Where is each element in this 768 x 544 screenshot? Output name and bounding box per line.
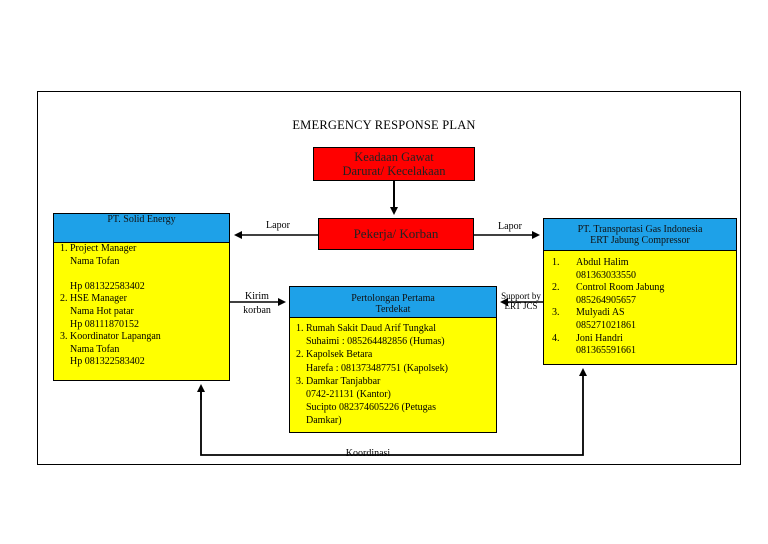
list-item: 1. Abdul Halim 081363033550 [552,257,732,282]
list-item: 1.Project Manager Nama Tofan Hp 08132258… [60,243,225,293]
first-aid-title-1: Pertolongan Pertama [351,293,435,304]
list-item-number: 1. [296,323,304,334]
list-item-number: 2. [552,282,560,294]
first-aid-list: 1.Rumah Sakit Daud Arif Tungkal Suhaimi … [296,322,492,428]
list-item-text: Rumah Sakit Daud Arif Tungkal Suhaimi : … [306,323,445,348]
list-item-text: Kapolsek Betara Harefa : 081373487751 (K… [306,349,448,374]
support-label-line-2: ERT JCS [504,301,538,311]
list-item: 3.Damkar Tanjabbar 0742-21131 (Kantor) S… [296,375,492,428]
list-item-text: Abdul Halim 081363033550 [576,257,636,281]
list-item-number: 1. [552,257,560,268]
koordinasi-label: Koordinasi [345,448,391,459]
list-item: 2.Kapolsek Betara Harefa : 081373487751 … [296,348,492,374]
emergency-box: Keadaan Gawat Darurat/ Kecelakaan [313,147,475,181]
list-item-text: Koordinator Lapangan Nama Tofan Hp 08132… [70,331,161,368]
list-item-number: 2. [296,349,304,361]
list-item: 3. Mulyadi AS 085271021861 [552,307,732,332]
emergency-line-1: Keadaan Gawat [354,150,434,164]
solid-energy-list: 1.Project Manager Nama Tofan Hp 08132258… [60,243,225,369]
first-aid-panel: 1.Rumah Sakit Daud Arif Tungkal Suhaimi … [289,317,497,433]
transport-list: 1. Abdul Halim 081363033550 2. Control Room… [552,257,732,358]
list-item-text: Joni Handri 081365591661 [576,332,636,357]
first-aid-header: Pertolongan Pertama Terdekat [289,286,497,317]
list-item: 4. Joni Handri 081365591661 [552,333,732,358]
worker-label: Pekerja/ Korban [353,226,439,241]
arrow-koordinasi-line [200,368,587,456]
transport-panel: 1. Abdul Halim 081363033550 2. Control Room… [543,250,737,365]
list-item-number: 3. [60,331,68,343]
list-item-text: Control Room Jabung 085264905657 [576,282,665,306]
support-label-line-1: Support by [501,291,541,301]
list-item-number: 2. [60,293,68,305]
solid-energy-title: PT. Solid Energy [107,214,176,225]
list-item-text: Damkar Tanjabbar 0742-21131 (Kantor) Suc… [306,375,436,427]
diagram-frame [37,91,741,465]
emergency-line-2: Darurat/ Kecelakaan [342,164,446,178]
first-aid-title-2: Terdekat [375,304,411,315]
list-item: 1.Rumah Sakit Daud Arif Tungkal Suhaimi … [296,322,492,348]
solid-energy-panel: 1.Project Manager Nama Tofan Hp 08132258… [53,242,230,381]
list-item: 3.Koordinator Lapangan Nama Tofan Hp 081… [60,331,225,369]
transport-title-1: PT. Transportasi Gas Indonesia [577,224,703,235]
list-item-text: Project Manager Nama Tofan Hp 0813225834… [70,243,145,292]
lapor-left-label: Lapor [266,220,290,231]
solid-energy-header: PT. Solid Energy [53,213,230,242]
list-item-number: 1. [60,243,68,254]
list-item-number: 4. [552,332,560,344]
list-item-text: Mulyadi AS 085271021861 [576,307,636,331]
worker-box: Pekerja/ Korban [318,218,474,250]
lapor-right-label: Lapor [498,221,522,232]
transport-title-2: ERT Jabung Compressor [590,235,690,246]
support-label: Support by ERT JCS [496,291,546,311]
list-item-text: HSE Manager Nama Hot patar Hp 0811187015… [70,293,139,330]
list-item-number: 3. [552,307,560,319]
transport-header: PT. Transportasi Gas Indonesia ERT Jabun… [543,218,737,250]
kirim-label-line-2: korban [243,305,271,316]
list-item-number: 3. [296,375,304,387]
list-item: 2.HSE Manager Nama Hot patar Hp 08111870… [60,293,225,331]
kirim-label-line-1: Kirim [245,291,269,302]
kirim-label: Kirim korban [237,291,277,316]
page-title: EMERGENCY RESPONSE PLAN [292,118,476,132]
list-item: 2. Control Room Jabung 085264905657 [552,282,732,307]
